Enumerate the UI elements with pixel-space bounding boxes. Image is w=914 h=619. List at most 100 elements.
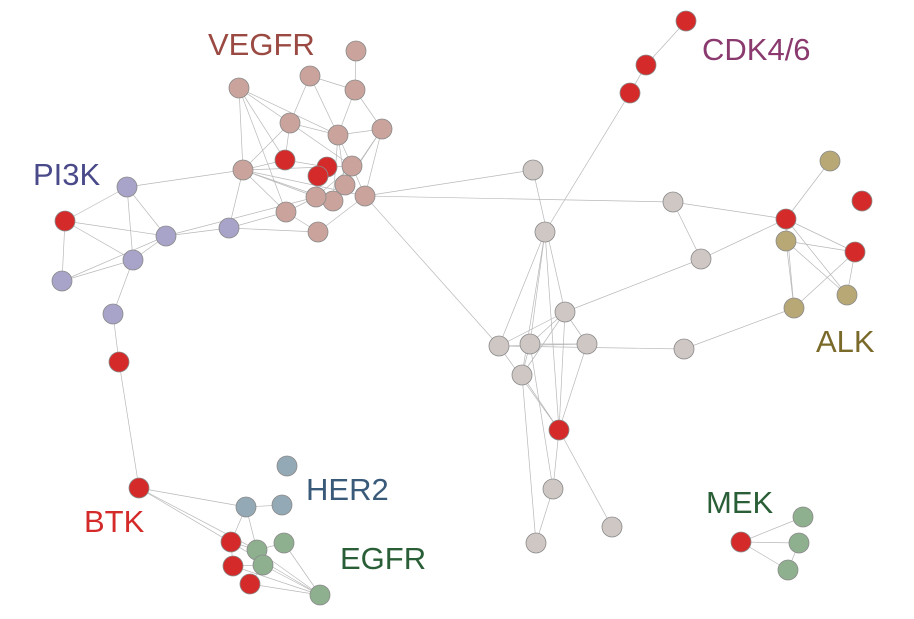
edge-a2-ad3	[785, 240, 856, 253]
node-p2	[155, 225, 177, 247]
node-m3	[777, 559, 799, 581]
edge-p2-p3	[165, 227, 230, 237]
node-v8	[232, 159, 254, 181]
edge-p5-p2	[61, 235, 167, 282]
node-v5	[279, 112, 301, 134]
node-v6	[327, 124, 349, 146]
node-d1	[274, 149, 296, 171]
node-a4	[783, 297, 805, 319]
node-g3	[662, 191, 684, 213]
node-v11	[322, 190, 344, 212]
label-alk: ALK	[816, 324, 875, 359]
node-g9	[673, 338, 695, 360]
node-e4	[309, 584, 331, 606]
node-p1	[116, 176, 138, 198]
node-g11	[542, 478, 564, 500]
node-v9	[341, 155, 363, 177]
node-h3	[235, 496, 257, 518]
edge-v4-d1	[238, 87, 286, 161]
edge-g2-g6	[498, 231, 546, 347]
edge-a2-a3	[785, 240, 848, 296]
node-c2	[635, 54, 657, 76]
edge-g5-g10	[521, 311, 566, 376]
label-egfr: EGFR	[340, 541, 426, 576]
label-pi3k: PI3K	[33, 157, 101, 192]
node-v2	[299, 65, 321, 87]
edge-ad2-a3	[785, 218, 848, 296]
node-b2	[128, 477, 150, 499]
node-g6	[488, 335, 510, 357]
node-c1	[675, 10, 697, 32]
edge-p1-v8	[126, 169, 244, 188]
edge-ad3-a4	[793, 251, 856, 309]
label-layer: VEGFR CDK4/6 PI3K ALK BTK HER2 EGFR MEK	[33, 27, 875, 576]
node-v7	[371, 118, 393, 140]
node-v12	[305, 186, 327, 208]
edge-g3-g4	[672, 201, 702, 260]
edge-g5-g6	[498, 311, 566, 347]
node-p4	[122, 249, 144, 271]
node-v14	[275, 201, 297, 223]
edge-g9-a4	[683, 307, 795, 350]
node-g8	[576, 333, 598, 355]
edge-v13-g1	[364, 169, 534, 197]
edge-g2-g7	[529, 231, 546, 345]
node-ad2	[775, 208, 797, 230]
edge-g8-gd	[558, 343, 588, 431]
edge-p1-p4	[126, 186, 134, 261]
edge-g5-g4	[564, 258, 702, 313]
edge-gd-g13	[558, 429, 613, 528]
edge-p1-dp	[64, 186, 128, 222]
node-g7	[519, 333, 541, 355]
edge-g6-gd	[498, 345, 560, 431]
node-d3	[307, 165, 329, 187]
edge-v4-v14	[238, 87, 287, 213]
edge-v7-v13	[364, 128, 383, 197]
edge-p4-p5	[61, 259, 134, 282]
node-e3	[252, 554, 274, 576]
label-cdk46: CDK4/6	[702, 32, 811, 67]
edge-p3-v15	[228, 227, 319, 233]
node-b1	[108, 351, 130, 373]
label-vegfr: VEGFR	[208, 27, 315, 62]
edge-p1-p2	[126, 186, 167, 237]
edge-ed3-e4	[249, 583, 321, 596]
node-p5	[51, 270, 73, 292]
edge-v13-g3	[364, 195, 674, 203]
edge-a1-ad2	[785, 160, 831, 220]
label-btk: BTK	[84, 504, 145, 539]
node-g13	[601, 516, 623, 538]
edge-v5-v8	[242, 122, 291, 171]
node-a3	[836, 284, 858, 306]
edge-g7-g11	[529, 343, 554, 490]
edge-g4-ad2	[700, 218, 787, 260]
edge-p4-dp	[64, 220, 134, 261]
node-a2	[775, 230, 797, 252]
edge-dp-p2	[64, 220, 167, 237]
edge-ed2-e4	[232, 565, 321, 596]
edge-v4-v8	[238, 87, 244, 171]
node-layer	[51, 10, 873, 606]
node-ad3	[844, 241, 866, 263]
edge-b1-b2	[118, 361, 140, 489]
edge-ad2-ad3	[785, 218, 856, 253]
node-v13	[354, 185, 376, 207]
node-c3	[619, 82, 641, 104]
node-ed3	[239, 573, 261, 595]
node-ed1	[220, 531, 242, 553]
node-v15	[307, 221, 329, 243]
edge-g2-c3	[544, 92, 631, 233]
node-h1	[276, 455, 298, 477]
node-a1	[819, 150, 841, 172]
node-g10	[511, 364, 533, 386]
edge-e3-e4	[262, 564, 321, 596]
edge-b2-h3	[138, 487, 247, 508]
label-her2: HER2	[306, 472, 389, 507]
node-g12	[525, 532, 547, 554]
node-v1	[345, 40, 367, 62]
node-ed2	[222, 555, 244, 577]
node-g2	[534, 221, 556, 243]
edge-e1-e4	[283, 542, 321, 596]
